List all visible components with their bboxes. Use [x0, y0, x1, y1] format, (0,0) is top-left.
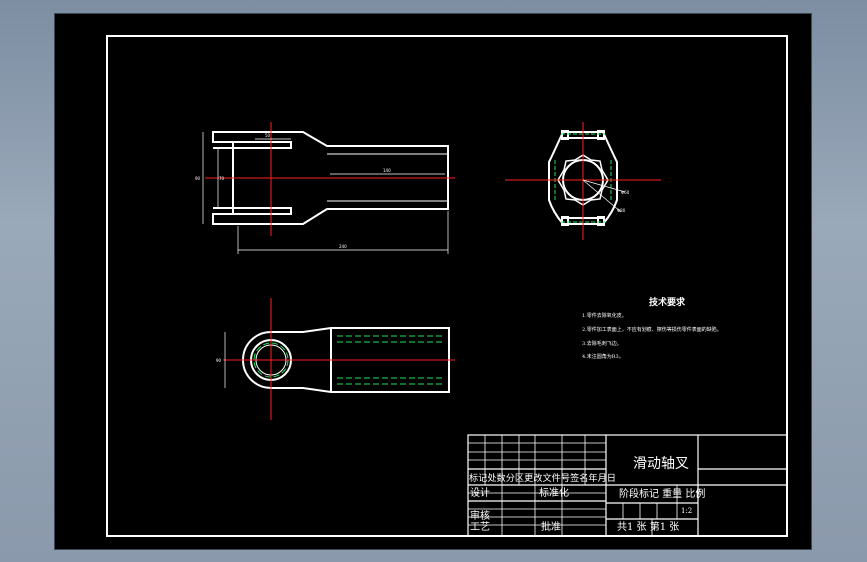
scale-value: 1:2 [681, 507, 693, 515]
tech-requirement-3: 3.去除毛刺飞边。 [582, 341, 622, 347]
process-label: 工艺 [470, 522, 490, 533]
dim-front-height: 90 [195, 176, 201, 181]
dim-slot-width: 50 [265, 133, 271, 138]
front-view-dimensions [202, 132, 449, 254]
side-view-dimensions [582, 179, 626, 213]
dim-front-length: 240 [339, 244, 347, 249]
dim-front-shaft-length: 140 [383, 168, 391, 173]
front-view-centerlines [205, 122, 455, 236]
revision-header: 标记处数分区更改文件号签名年月日 [469, 473, 616, 484]
sheet-count: 共1 张 第1 张 [617, 522, 680, 533]
title-block-thin-grid [468, 435, 678, 536]
top-view-centerlines [223, 298, 455, 420]
review-label: 审核 [470, 511, 490, 522]
top-view-outline [242, 327, 450, 393]
side-view-centerlines [505, 122, 661, 240]
tech-requirement-1: 1.零件去除氧化皮。 [582, 313, 627, 319]
standardization-label: 标准化 [539, 488, 569, 499]
tech-requirement-2: 2.零件加工表面上，不应有划痕、擦伤等损伤零件表面的缺陷。 [582, 327, 722, 333]
dim-front-inner: 70 [219, 176, 225, 181]
inner-border [106, 35, 788, 537]
design-label: 设计 [470, 488, 490, 499]
dim-side-dia1: Φ80 [617, 208, 626, 213]
drawing-sheet: 240 140 90 70 50 Φ80 Φ60 90 技术要求 1.零件去除氧… [55, 14, 811, 549]
cad-drawing [106, 35, 788, 537]
tech-requirements-heading: 技术要求 [649, 298, 686, 308]
title-block-grid [467, 434, 788, 537]
dim-top-height: 90 [216, 358, 222, 363]
front-view [212, 131, 449, 225]
tech-requirement-4: 4.未注圆角为R3。 [582, 354, 624, 360]
part-name: 滑动轴叉 [633, 456, 689, 472]
approve-label: 批准 [541, 522, 561, 533]
stage-weight-scale-labels: 阶段标记 重量 比例 [619, 489, 706, 500]
dim-side-dia2: Φ60 [621, 190, 630, 195]
